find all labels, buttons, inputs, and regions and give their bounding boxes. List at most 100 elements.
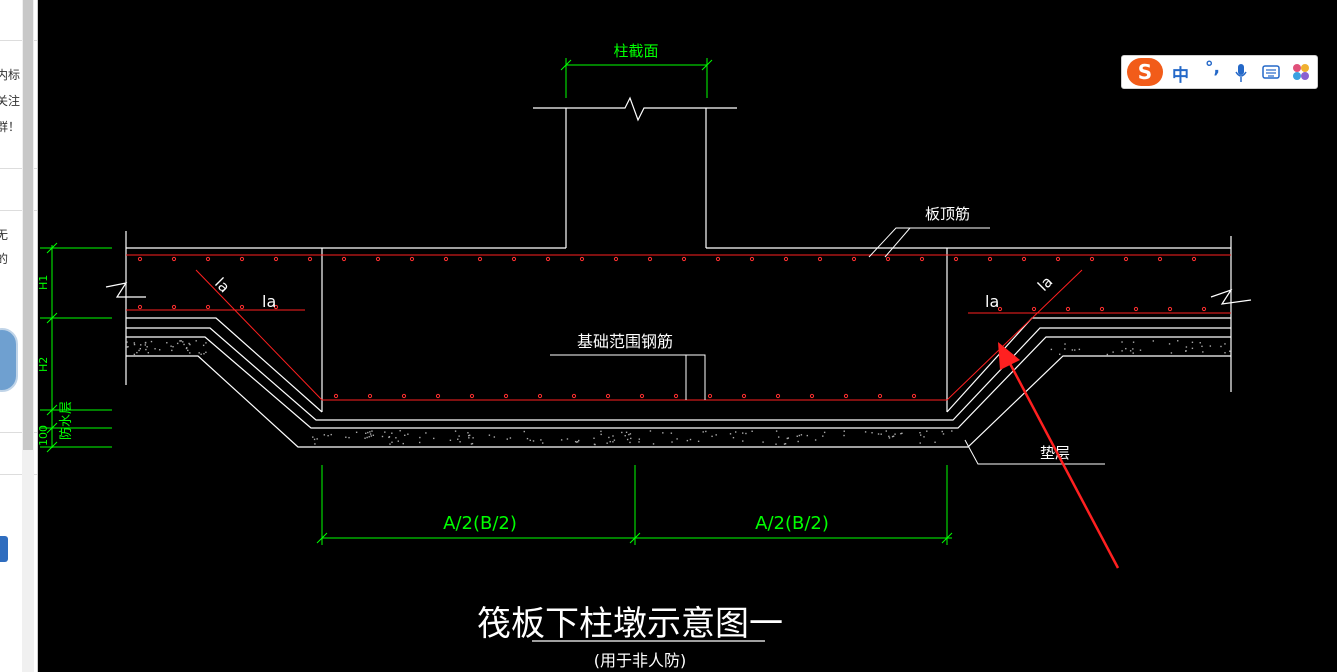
hatch-dot <box>470 443 473 445</box>
hatch-dot <box>198 352 200 354</box>
panel-divider <box>0 432 37 433</box>
panel-avatar[interactable] <box>0 328 18 392</box>
rebar-dot <box>647 256 653 262</box>
cad-drawing-canvas[interactable]: 柱截面 la la la la <box>37 0 1337 672</box>
ime-toolbar[interactable]: S 中 °, <box>1121 55 1318 89</box>
hatch-dot <box>871 432 873 434</box>
hatch-dot <box>127 346 129 348</box>
hatch-dot <box>1071 349 1074 351</box>
hatch-dot <box>626 438 629 441</box>
hatch-dot <box>389 443 391 445</box>
hatch-dot <box>1112 351 1114 353</box>
hatch-dot <box>179 340 181 342</box>
hatch-dot <box>919 432 921 434</box>
ime-punctuation-toggle[interactable]: °, <box>1205 58 1220 78</box>
rebar-dot <box>409 256 415 262</box>
panel-app-icon[interactable] <box>0 536 8 562</box>
rebar-dot <box>273 304 279 310</box>
hatch-dot <box>885 430 888 432</box>
rebar-dot <box>775 393 781 399</box>
hatch-dot <box>176 342 179 345</box>
rebar-dot <box>375 256 381 262</box>
hatch-dot <box>1224 343 1226 345</box>
hatch-dot <box>185 347 188 350</box>
rebar-dot <box>469 393 475 399</box>
hatch-dot <box>1170 352 1173 354</box>
hatch-dot <box>1121 341 1123 343</box>
panel-divider <box>0 168 37 169</box>
hatch-dot <box>676 438 678 440</box>
hatch-dot <box>172 346 174 348</box>
hatch-dot <box>686 439 689 442</box>
hatch-dot <box>919 434 922 436</box>
hatch-dot <box>1185 346 1188 348</box>
hatch-dot <box>467 432 469 434</box>
rebar-dot <box>741 393 747 399</box>
hatch-dot <box>1125 347 1127 350</box>
hatch-dot <box>600 433 602 436</box>
hatch-dot <box>629 441 631 444</box>
hatch-dot <box>888 437 891 439</box>
hatch-dot <box>133 343 136 346</box>
hatch-dot <box>457 438 459 440</box>
apps-grid-icon[interactable] <box>1292 63 1310 81</box>
hatch-dot <box>798 434 801 437</box>
hatch-dot <box>471 442 474 445</box>
ime-mode-toggle[interactable]: 中 <box>1172 66 1189 86</box>
hatch-dot <box>399 430 401 432</box>
panel-text-fragment: 群！ <box>0 120 21 134</box>
rebar-dot <box>817 256 823 262</box>
hatch-dot <box>144 344 147 346</box>
anchor-length-label: la <box>985 292 999 311</box>
hatch-dot <box>365 432 367 435</box>
hatch-dot <box>1229 350 1231 352</box>
half-width-dimension-left: A/2(B/2) <box>443 513 517 534</box>
hatch-dot <box>1132 348 1134 350</box>
sogou-logo-icon[interactable]: S <box>1127 58 1163 86</box>
panel-scrollbar-thumb[interactable] <box>23 0 33 450</box>
hatch-dot <box>372 434 375 436</box>
hatch-dot <box>1064 343 1066 345</box>
hatch-dot <box>566 438 569 440</box>
hatch-dot <box>702 431 704 433</box>
hatch-dot <box>652 443 655 445</box>
hatch-dot <box>139 348 142 350</box>
microphone-icon[interactable] <box>1234 63 1248 83</box>
hatch-dot <box>180 340 182 342</box>
panel-divider <box>0 40 37 41</box>
hatch-dot <box>472 437 474 439</box>
hatch-dot <box>843 430 845 432</box>
hatch-dot <box>800 434 803 436</box>
rebar-dot <box>367 393 373 399</box>
anchor-length-label: la <box>262 292 276 311</box>
hatch-dot <box>144 341 147 344</box>
hatch-dot <box>1064 348 1066 350</box>
hatch-dot <box>314 443 316 445</box>
rebar-dot <box>809 393 815 399</box>
hatch-dot <box>729 433 732 435</box>
hatch-dot <box>146 346 148 348</box>
hatch-dot <box>1129 350 1132 352</box>
hatch-dot <box>784 443 787 445</box>
hatch-dot <box>560 439 563 441</box>
panel-scrollbar[interactable] <box>22 0 34 672</box>
rebar-dot <box>571 393 577 399</box>
rebar-dot <box>503 393 509 399</box>
rebar-dot <box>579 256 585 262</box>
left-side-panel: 内标 关注 群！ 无 的 <box>0 0 38 672</box>
panel-divider <box>0 474 37 475</box>
hatch-dot <box>136 351 138 354</box>
hatch-dot <box>1209 345 1212 347</box>
hatch-dot <box>630 437 632 440</box>
keyboard-icon[interactable] <box>1262 64 1280 80</box>
hatch-dot <box>629 433 632 435</box>
hatch-dot <box>796 435 798 437</box>
rebar-dot <box>205 304 211 310</box>
hatch-dot <box>126 341 128 343</box>
panel-text-fragment: 无 <box>0 226 8 243</box>
drawing-title: 筏板下柱墩示意图一 <box>477 604 783 644</box>
hatch-dot <box>814 439 817 441</box>
hatch-dot <box>418 441 421 444</box>
anchor-length-label-diagonal: la <box>211 274 233 296</box>
hatch-dot <box>741 432 744 434</box>
